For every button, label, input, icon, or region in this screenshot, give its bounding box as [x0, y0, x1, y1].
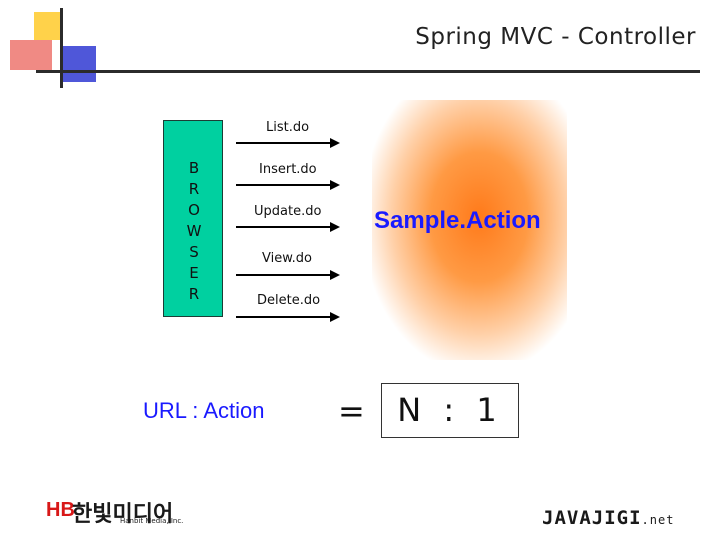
request-label-delete: Delete.do [257, 293, 321, 308]
request-arrow-update [236, 226, 332, 228]
ratio-box: N : 1 [381, 383, 519, 438]
slide-title: Spring MVC - Controller [415, 24, 696, 50]
request-arrow-list [236, 142, 332, 144]
request-label-view: View.do [262, 251, 312, 266]
decorative-red-square [10, 40, 52, 70]
title-underline [36, 70, 700, 73]
request-label-list: List.do [266, 120, 310, 135]
request-arrow-insert [236, 184, 332, 186]
browser-letter: R [188, 180, 200, 198]
arrow-head-icon [330, 138, 340, 148]
equals-sign: = [338, 392, 365, 430]
arrow-head-icon [330, 222, 340, 232]
action-glow [372, 100, 567, 360]
javajigi-logo: JAVAJIGI.net [542, 507, 674, 529]
browser-letter: O [188, 201, 200, 219]
arrow-head-icon [330, 270, 340, 280]
mapping-label: URL : Action [143, 398, 265, 423]
browser-letter: E [189, 264, 199, 282]
arrow-head-icon [330, 312, 340, 322]
decorative-vertical-line [60, 8, 63, 88]
arrow-head-icon [330, 180, 340, 190]
browser-box: B R O W S E R [163, 120, 223, 317]
hanbit-logo-korean: 한빛미디어 [72, 502, 174, 527]
request-label-insert: Insert.do [259, 162, 317, 177]
request-arrow-view [236, 274, 332, 276]
hanbit-logo-subtitle: Hanbit Media, Inc. [120, 517, 184, 525]
request-arrow-delete [236, 316, 332, 318]
action-label: Sample.Action [374, 207, 541, 234]
decorative-yellow-square [34, 12, 62, 40]
javajigi-logo-suffix: .net [641, 513, 675, 527]
browser-letter: W [186, 222, 202, 240]
browser-letter: R [188, 285, 200, 303]
javajigi-logo-main: JAVAJIGI [542, 507, 642, 529]
decorative-blue-square [62, 46, 96, 82]
browser-letter: B [188, 159, 200, 177]
request-label-update: Update.do [254, 204, 322, 219]
browser-letter: S [189, 243, 199, 261]
hanbit-logo-mark: HB [46, 499, 75, 521]
